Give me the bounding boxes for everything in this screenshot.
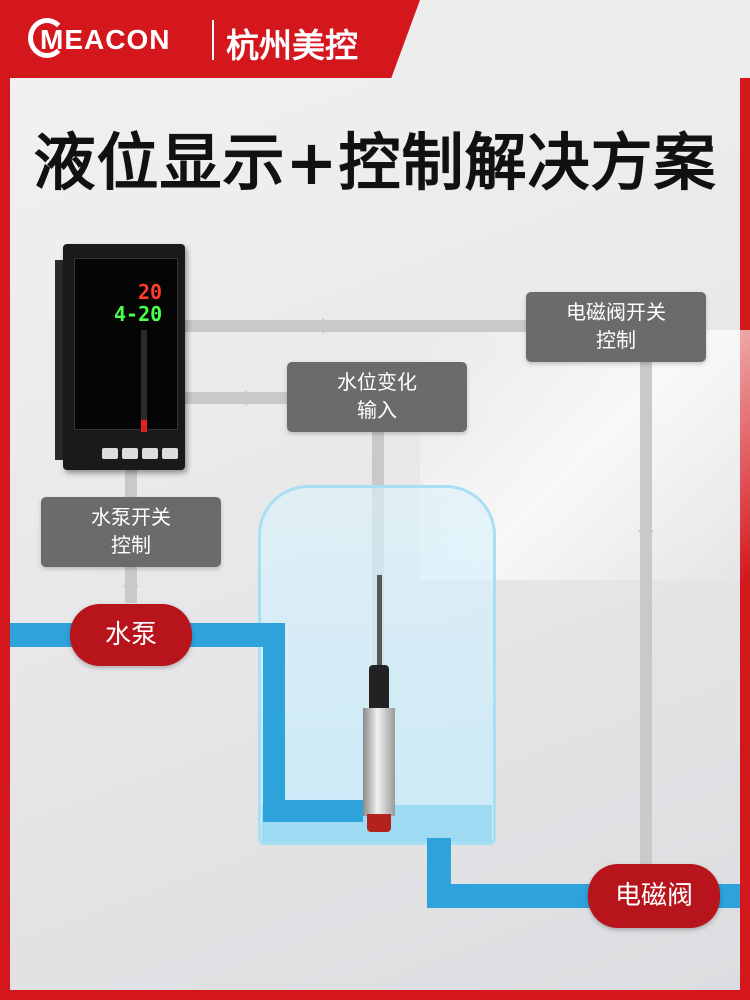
arrow-down-icon [123,585,139,597]
arrow-down-icon [638,530,654,542]
solenoid-valve-pill: 电磁阀 [588,864,720,928]
connector-top-horizontal [185,320,530,332]
connector-right-vertical [640,362,652,867]
meter-left-button[interactable] [122,448,138,459]
pipe-inlet-bottom [263,800,363,822]
connector-pump-vertical-lower [125,565,137,603]
sensor-cap [369,665,389,710]
arrow-left-icon [235,390,247,406]
pipe-inlet-down [263,623,285,803]
meter-down-button[interactable] [142,448,158,459]
connector-pump-vertical [125,468,137,502]
pump-control-label: 水泵开关控制 [41,497,221,567]
meter-up-button[interactable] [162,448,178,459]
sensor-cable [377,575,382,675]
logo-divider [212,20,214,60]
page-title: 液位显示+控制解决方案 [33,126,717,199]
pump-pill: 水泵 [70,604,192,666]
meter-pv-reading: 20 [138,280,163,304]
arrow-right-icon [322,318,334,334]
meter-bargraph [141,330,147,432]
meter-set-button[interactable] [102,448,118,459]
header-accent [385,0,750,78]
water-tank [258,485,496,845]
meter-bargraph-fill [141,420,147,432]
logo-text: MEACON [40,24,171,55]
solenoid-control-label: 电磁阀开关控制 [526,292,706,362]
sensor-tip [367,814,391,832]
logo-ring-icon [28,18,66,58]
meter-display [74,258,178,430]
level-input-label: 水位变化输入 [287,362,467,432]
meter-sv-reading: 4-20 [114,302,163,326]
brand-tab [10,0,420,78]
level-sensor [363,708,395,816]
company-name: 杭州美控 [226,26,358,65]
